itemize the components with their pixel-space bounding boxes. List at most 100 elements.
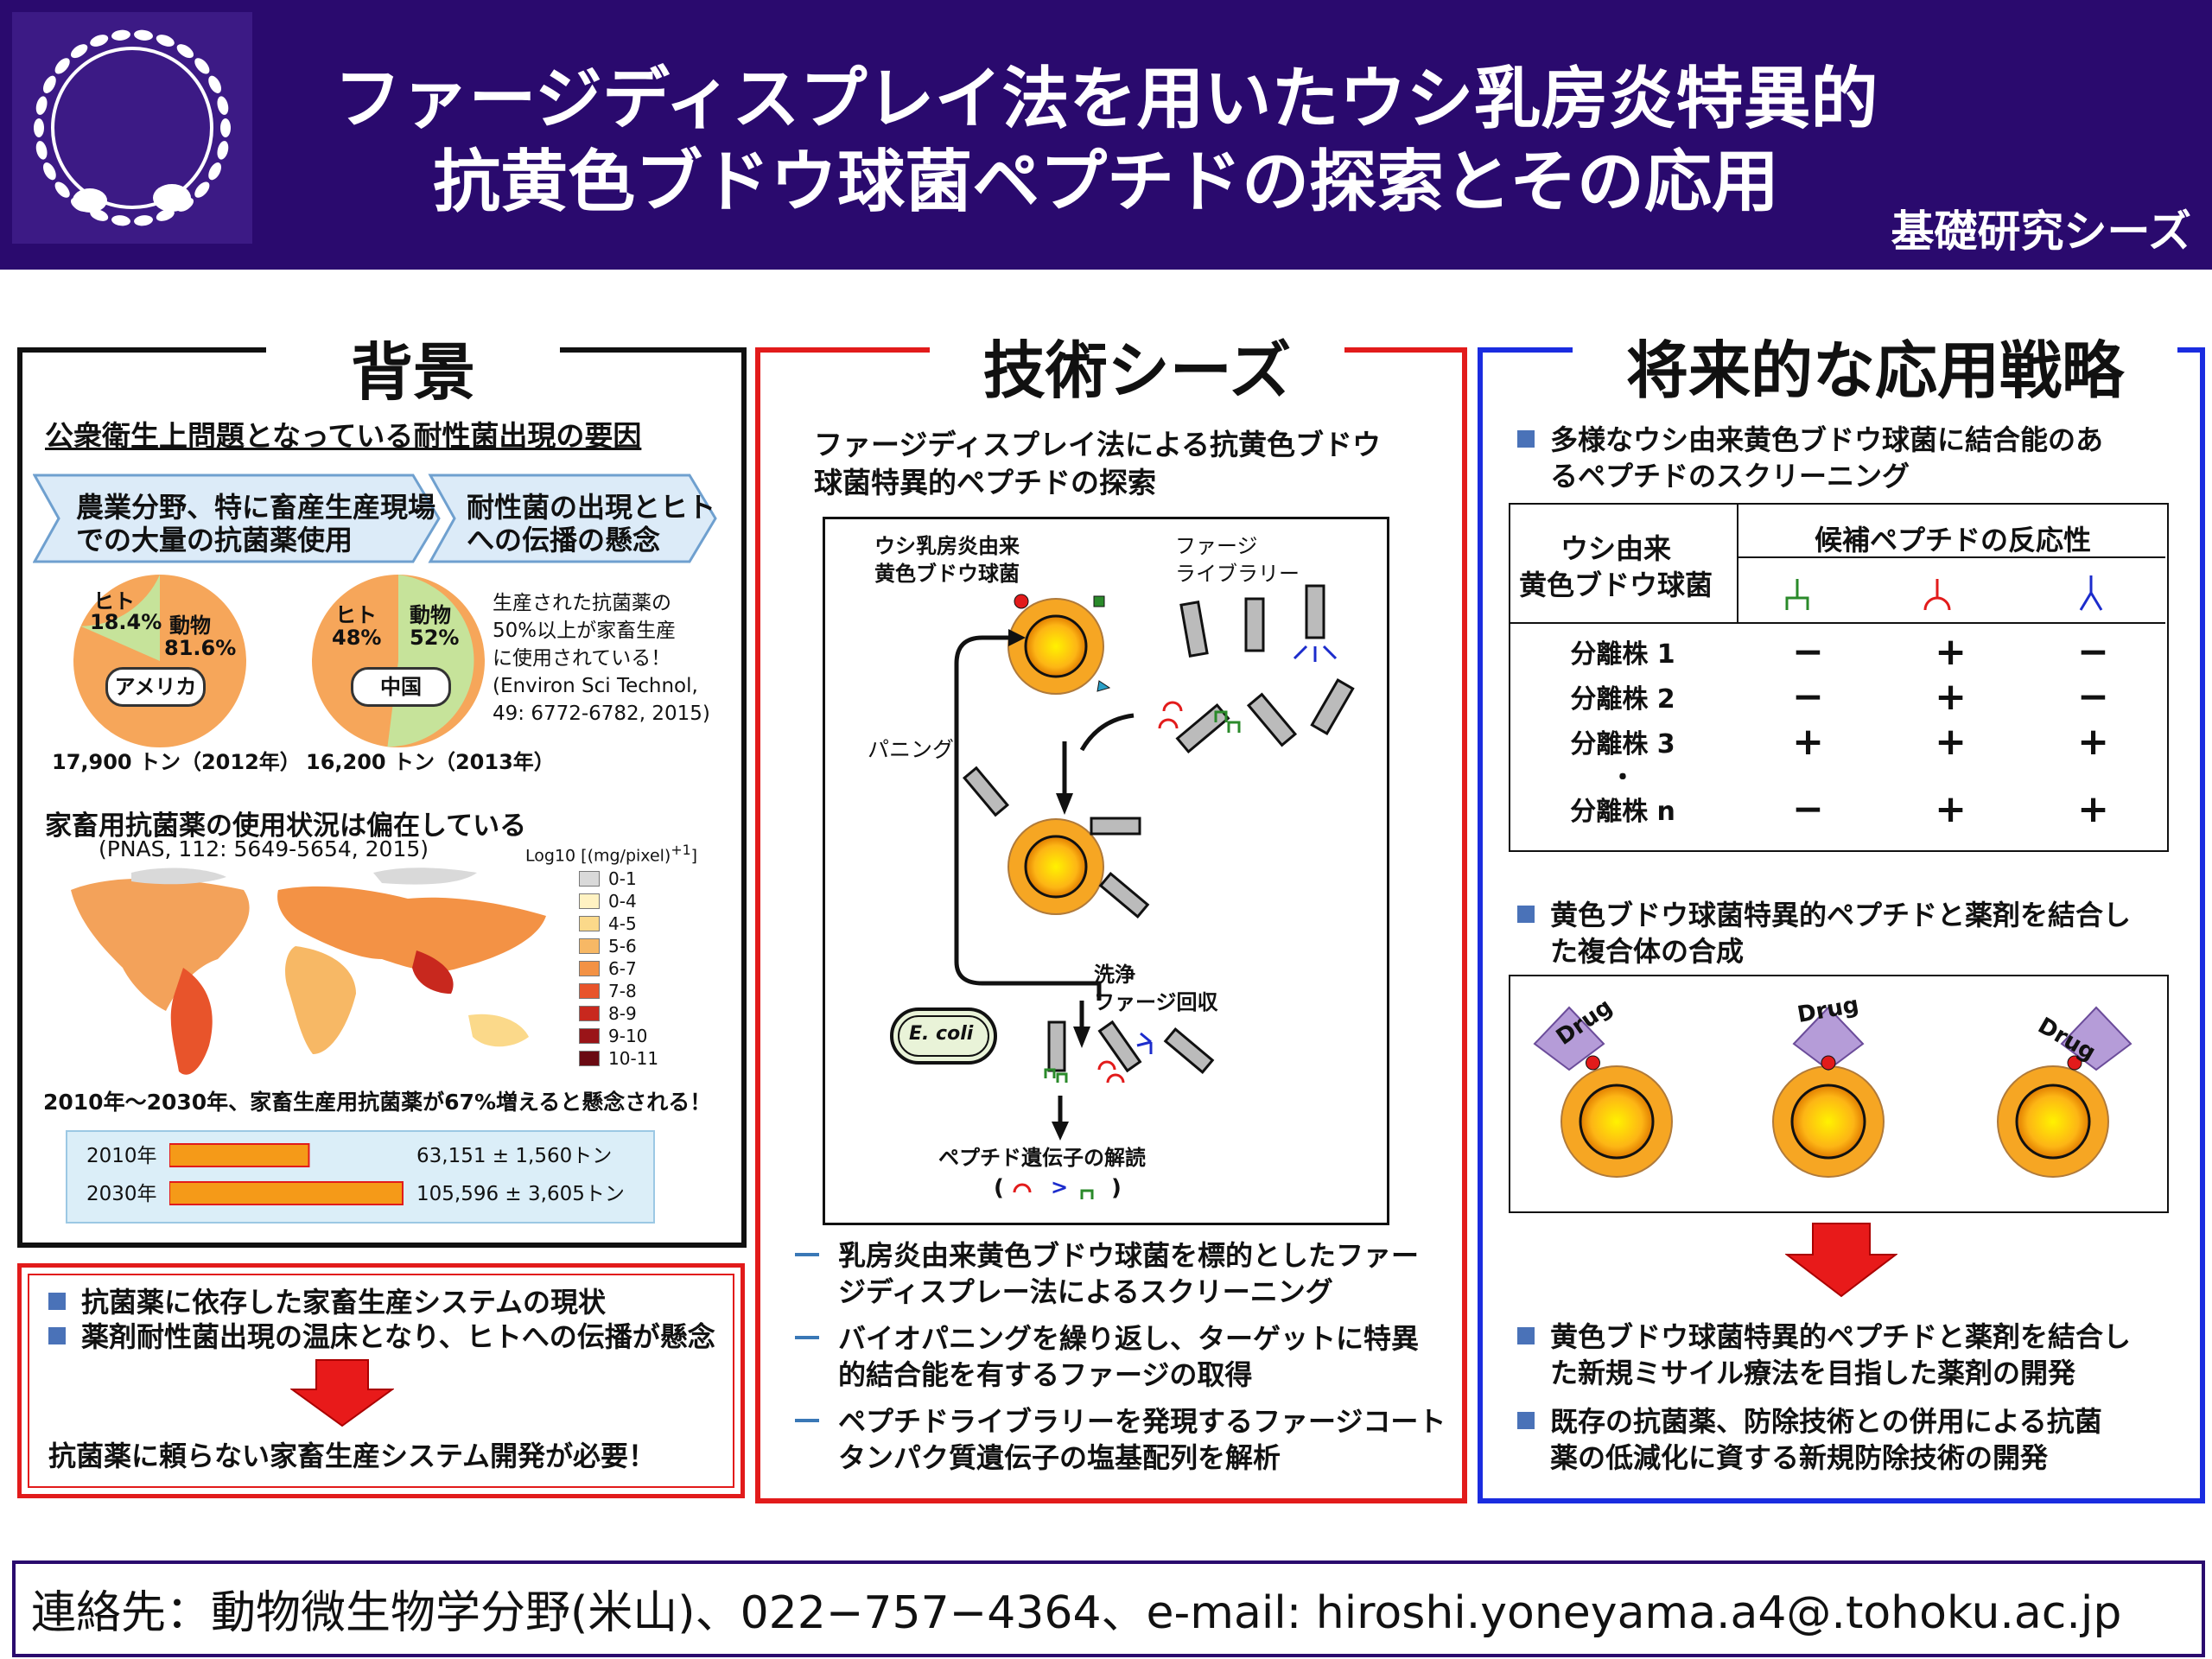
legend-swatch (579, 1051, 600, 1066)
table-row: 分離株 2−+− (1509, 674, 2165, 719)
legend-label: 5-6 (608, 936, 637, 957)
forecast-bar-box (66, 1130, 655, 1224)
wreath-leaf (70, 44, 88, 59)
tech-bullet-1-line2: ジディスプレー法によるスクリーニング (838, 1275, 1333, 1308)
table-divider (1737, 556, 2165, 558)
forecast-bar (169, 1143, 310, 1167)
bacterium-cell (1579, 1084, 1655, 1160)
legend-label: 10-11 (608, 1048, 659, 1069)
future-bullet1-line1: 多様なウシ由来黄色ブドウ球菌に結合能のあ (1517, 418, 2103, 458)
legend-label: 0-1 (608, 868, 637, 889)
table-row: ・ (1509, 763, 2165, 793)
tech-bullet: バイオパニングを繰り返し、ターゲットに特異 (795, 1320, 1446, 1357)
bacterium-cell (1790, 1084, 1866, 1160)
table-cell: + (1935, 786, 1967, 831)
pie-note: 生産された抗菌薬の 50%以上が家畜生産 に使用されている！ (Environ … (493, 589, 710, 728)
diagram-ecoli: E. coli (909, 1023, 974, 1045)
table-row-name: 分離株 2 (1570, 684, 1675, 715)
table-row: 分離株 3+++ (1509, 719, 2165, 764)
tech-bullet-3-line2: タンパク質遺伝子の塩基配列を解析 (838, 1441, 1281, 1474)
table-cell: − (2077, 629, 2109, 674)
problem-bullet-1-text: 抗菌薬に依存した家畜生産システムの現状 (81, 1286, 607, 1319)
pie-note-line: に使用されている！ (493, 647, 671, 670)
legend-title-sup: +1 (671, 842, 691, 858)
chevron1-line1: 農業分野、特に畜産生産現場 (76, 491, 436, 524)
diagram-library-line1: ファージ (1175, 534, 1258, 558)
legend-label: 9-10 (608, 1026, 648, 1046)
table-row-name: ・ (1610, 763, 1636, 793)
table-row-name: 分離株 n (1570, 797, 1675, 827)
world-map (71, 868, 546, 1075)
title-line-2: 抗黄色ブドウ球菌ペプチドの探索とその応用 (433, 143, 1779, 221)
diagram-panning: パニング (868, 737, 955, 762)
chevron2-line1: 耐性菌の出現とヒト (467, 491, 716, 524)
pie-usa-caption: 17,900 トン（2012年） (52, 750, 301, 774)
down-arrow-icon (290, 1359, 394, 1427)
bar-year-2030: 2030年 (86, 1183, 157, 1205)
tech-bullet-list: 乳房炎由来黄色ブドウ球菌を標的としたファー ジディスプレー法によるスクリーニング… (795, 1237, 1446, 1476)
legend-label: 0-4 (608, 891, 637, 912)
diagram-wash-line1: 洗浄 (1094, 963, 1135, 987)
background-title: 背景 (266, 321, 560, 412)
wreath-leaf (208, 75, 222, 93)
diagram-order-close: ) (1111, 1175, 1122, 1201)
table-row: 分離株 1−+− (1509, 629, 2165, 674)
problem-bullet-2-text: 薬剤耐性菌出現の温床となり、ヒトへの伝播が懸念 (81, 1320, 715, 1353)
wreath-leaf (111, 29, 130, 41)
pie-note-line: 50%以上が家畜生産 (493, 620, 677, 642)
legend-item: 7-8 (579, 980, 658, 1002)
bar-year-2010: 2010年 (86, 1145, 157, 1167)
table-cell: + (1792, 719, 1824, 764)
legend-item: 8-9 (579, 1002, 658, 1025)
table-cell: − (2077, 674, 2109, 719)
bar-value-2010: 63,151 ± 1,560トン (416, 1145, 613, 1167)
future-bullet2-text: 黄色ブドウ球菌特異的ペプチドと薬剤を結合し (1550, 899, 2132, 931)
pie-slice-human (80, 575, 160, 661)
table-row-header-1: ウシ由来 (1560, 532, 1672, 565)
map-citation: (PNAS, 112: 5649-5654, 2015) (99, 836, 429, 861)
pie-note-line: (Environ Sci Technol, (493, 675, 698, 697)
legend-swatch (579, 1028, 600, 1044)
tech-heading-1: ファージディスプレイ法による抗黄色ブドウ (814, 428, 1382, 461)
tech-heading-2: 球菌特異的ペプチドの探索 (814, 466, 1156, 499)
pie-usa-human-label: ヒト (93, 589, 135, 613)
legend-item: 0-4 (579, 890, 658, 912)
legend-swatch (579, 871, 600, 887)
background-heading: 公衆衛生上問題となっている耐性菌出現の要因 (45, 419, 642, 453)
table-divider (1509, 622, 2165, 624)
diagram-target-line1: ウシ乳房炎由来 (874, 534, 1020, 558)
legend-item: 6-7 (579, 957, 658, 980)
table-row: 分離株 n−++ (1509, 786, 2165, 831)
legend-label: 6-7 (608, 958, 637, 979)
wreath-leaf (54, 58, 70, 74)
wreath-leaf (194, 58, 210, 74)
wreath-leaf (54, 181, 70, 198)
legend-title-close: ] (690, 846, 698, 866)
chevron-arrows (33, 474, 717, 563)
legend-swatch (579, 1006, 600, 1021)
pie-china-animal-pct: 52% (410, 626, 460, 650)
tech-bullet-1-line1: 乳房炎由来黄色ブドウ球菌を標的としたファー (838, 1239, 1420, 1272)
dash-icon (795, 1336, 819, 1339)
legend-swatch (579, 893, 600, 909)
pie-note-line: 生産された抗菌薬の (493, 592, 671, 614)
problem-bullet-1: 抗菌薬に依存した家畜生産システムの現状 (48, 1281, 606, 1320)
pie-china-caption: 16,200 トン（2013年） (306, 750, 555, 774)
wreath-leaf (176, 44, 194, 59)
wreath-leaf (42, 162, 56, 181)
table-cell: + (2077, 719, 2109, 764)
problem-bullet-2: 薬剤耐性菌出現の温床となり、ヒトへの伝播が懸念 (48, 1315, 715, 1355)
future-bottom2-line2: 薬の低減化に資する新規防除技術の開発 (1550, 1441, 2049, 1474)
wreath-leaf (42, 75, 56, 93)
wreath-leaf (90, 35, 109, 47)
bar-value-2030: 105,596 ± 3,605トン (416, 1183, 625, 1205)
pie-usa-animal-label: 動物 (169, 613, 211, 638)
wreath-leaf (34, 118, 44, 137)
tech-title: 技術シーズ (930, 320, 1344, 410)
problem-box (17, 1263, 745, 1498)
category-label: 基礎研究シーズ (1891, 207, 2192, 257)
drug-complex-illustration (1533, 1006, 2133, 1178)
header-banner (0, 0, 2212, 270)
peptide-binder (1586, 1055, 1600, 1071)
